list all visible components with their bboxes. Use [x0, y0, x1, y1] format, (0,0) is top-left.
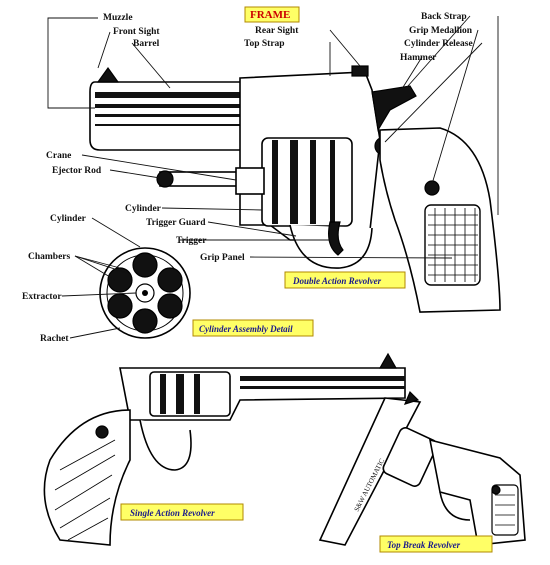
label-grip-medallion: Grip Medallion	[409, 26, 473, 36]
label-hammer: Hammer	[400, 53, 437, 63]
double-action-revolver	[89, 65, 501, 313]
caption-box-cylinder-assembly	[192, 319, 314, 337]
caption-box-top-break	[379, 535, 493, 553]
label-crane: Crane	[46, 151, 71, 161]
label-front-sight: Front Sight	[113, 27, 160, 37]
label-cylinder-detail: Cylinder	[50, 214, 87, 224]
label-top-strap: Top Strap	[244, 39, 285, 49]
label-barrel: Barrel	[133, 39, 160, 49]
caption-cylinder-assembly: Cylinder Assembly Detail	[199, 324, 293, 334]
label-rear-sight: Rear Sight	[255, 26, 299, 36]
cylinder-assembly-detail	[99, 247, 191, 339]
frame-label-box	[244, 6, 300, 23]
label-extractor: Extractor	[22, 292, 62, 302]
part-labels: FRAME Muzzle Front Sight Barrel Rear Sig…	[22, 6, 473, 344]
label-trigger: Trigger	[176, 236, 207, 246]
caption-box-single-action	[120, 503, 244, 521]
caption-box-double-action	[284, 271, 406, 289]
caption-double-action: Double Action Revolver	[292, 276, 382, 286]
label-rachet: Rachet	[40, 334, 69, 344]
captions: Double Action Revolver Cylinder Assembly…	[120, 271, 493, 553]
leader-lines	[47, 15, 499, 339]
label-chambers: Chambers	[28, 252, 71, 262]
label-back-strap: Back Strap	[421, 12, 467, 22]
label-cylinder: Cylinder	[125, 204, 162, 214]
label-ejector-rod: Ejector Rod	[52, 166, 102, 176]
label-trigger-guard: Trigger Guard	[146, 218, 206, 228]
label-muzzle: Muzzle	[103, 13, 133, 23]
caption-single-action: Single Action Revolver	[130, 508, 215, 518]
top-break-revolver: S&W AUTOMATIC	[318, 390, 526, 546]
frame-label: FRAME	[250, 9, 290, 21]
caption-top-break: Top Break Revolver	[387, 540, 461, 550]
label-grip-panel: Grip Panel	[200, 253, 245, 263]
single-action-revolver	[43, 352, 406, 546]
label-cylinder-release: Cylinder Release	[404, 39, 473, 49]
